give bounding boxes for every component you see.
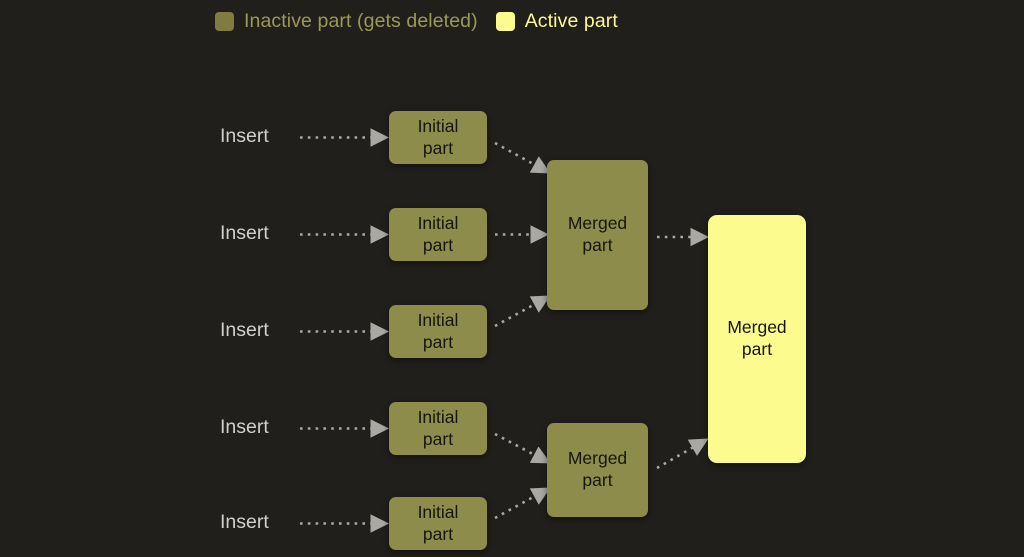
legend-label-inactive: Inactive part (gets deleted): [244, 10, 478, 32]
arrow-initial-4-to-merged-bottom: [494, 432, 551, 464]
initial-part-node-1[interactable]: Initial part: [389, 111, 487, 164]
insert-label-5: Insert: [220, 511, 269, 533]
arrow-initial-5-to-merged-bottom: [494, 487, 551, 520]
legend-label-active: Active part: [524, 10, 618, 32]
initial-part-node-2[interactable]: Initial part: [389, 208, 487, 261]
inactive-swatch-icon: [215, 12, 234, 31]
merged-part-node-bottom[interactable]: Merged part: [547, 423, 648, 517]
legend: Inactive part (gets deleted) Active part: [215, 10, 618, 33]
insert-label-3: Insert: [220, 319, 269, 341]
arrow-initial-3-to-merged-top: [494, 295, 551, 328]
arrow-merged-bottom-to-final: [656, 438, 709, 470]
insert-label-2: Insert: [220, 222, 269, 244]
arrow-initial-1-to-merged-top: [494, 141, 551, 174]
legend-item-active: Active part: [495, 10, 618, 33]
active-swatch-icon: [495, 12, 515, 31]
initial-part-node-4[interactable]: Initial part: [389, 402, 487, 455]
insert-label-4: Insert: [220, 416, 269, 438]
legend-item-inactive: Inactive part (gets deleted): [215, 10, 478, 33]
insert-label-1: Insert: [220, 125, 269, 147]
initial-part-node-3[interactable]: Initial part: [389, 305, 487, 358]
initial-part-node-5[interactable]: Initial part: [389, 497, 487, 550]
final-merged-part-node[interactable]: Merged part: [708, 215, 806, 463]
merged-part-node-top[interactable]: Merged part: [547, 160, 648, 310]
